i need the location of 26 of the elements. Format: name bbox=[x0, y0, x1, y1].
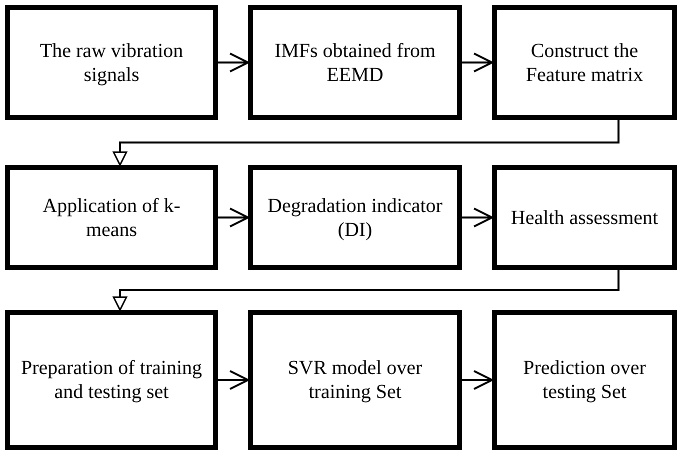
arrow bbox=[218, 208, 249, 228]
process-box bbox=[248, 5, 462, 120]
process-box bbox=[492, 165, 677, 270]
process-box bbox=[492, 5, 677, 120]
box-label: The raw vibration signals bbox=[38, 38, 184, 86]
box-label: Degradation indicator (DI) bbox=[266, 194, 444, 242]
box-label: Prediction over testing Set bbox=[522, 356, 647, 404]
process-box bbox=[5, 5, 218, 120]
arrow bbox=[462, 370, 493, 390]
process-box bbox=[5, 165, 218, 270]
box-label: IMFs obtained from EEMD bbox=[273, 38, 437, 86]
box-label: SVR model over training Set bbox=[286, 356, 424, 404]
process-box bbox=[5, 310, 218, 450]
arrow bbox=[462, 208, 493, 228]
arrow bbox=[218, 370, 249, 390]
process-box bbox=[492, 310, 677, 450]
arrow bbox=[218, 52, 249, 72]
box-label: Application of k-means bbox=[42, 194, 182, 242]
arrow bbox=[112, 270, 620, 311]
box-label: Preparation of training and testing set bbox=[20, 356, 204, 404]
process-box bbox=[248, 310, 462, 450]
box-label: Construct the Feature matrix bbox=[524, 38, 644, 86]
process-box bbox=[248, 165, 462, 270]
arrow bbox=[112, 120, 620, 166]
box-label: Health assessment bbox=[510, 206, 658, 230]
arrow bbox=[462, 52, 493, 72]
